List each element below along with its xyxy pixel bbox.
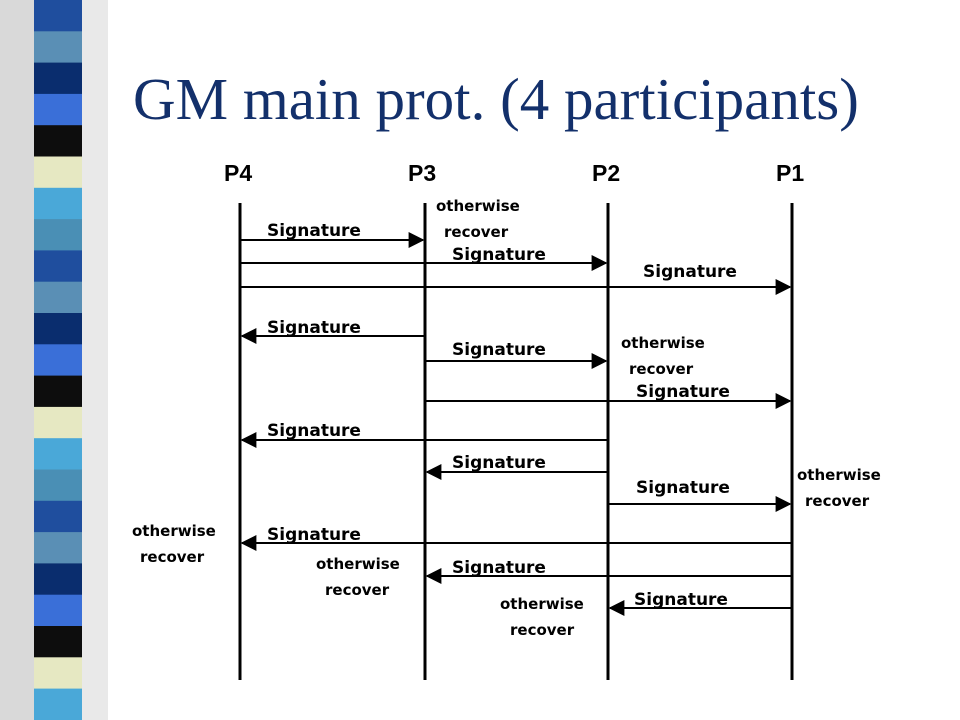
note-otherwise-text: otherwise	[132, 522, 216, 540]
note-recover-text: recover	[325, 581, 390, 599]
message-label: Signature	[267, 221, 361, 241]
message-label: Signature	[636, 478, 730, 498]
message-label: Signature	[636, 382, 730, 402]
participant-label-p2: P2	[592, 160, 620, 186]
stripe-band	[34, 532, 82, 564]
note-recover-text: recover	[510, 621, 575, 639]
stripe-band	[34, 281, 82, 314]
stripe-band	[34, 626, 82, 658]
message-label: Signature	[267, 421, 361, 441]
stripe-band	[34, 563, 82, 596]
message-label: Signature	[634, 590, 728, 610]
stripe-band	[34, 375, 82, 408]
stripe-band	[34, 313, 82, 345]
stripe-band	[34, 250, 82, 283]
stripe-band	[34, 187, 82, 220]
message-label: Signature	[452, 340, 546, 360]
note-otherwise-text: otherwise	[797, 466, 881, 484]
message-label: Signature	[267, 318, 361, 338]
stripe-band	[34, 688, 82, 720]
note-recover-text: recover	[629, 360, 694, 378]
stripe-band	[34, 594, 82, 627]
slide-title: GM main prot. (4 participants)	[133, 66, 859, 132]
stripe-band	[34, 31, 82, 64]
note-recover-text: recover	[805, 492, 870, 510]
message-label: Signature	[643, 262, 737, 282]
message-label: Signature	[267, 525, 361, 545]
note-otherwise-text: otherwise	[316, 555, 400, 573]
participant-label-p1: P1	[776, 160, 804, 186]
stripe-band	[34, 125, 82, 157]
note-recover-text: recover	[444, 223, 509, 241]
participant-label-p3: P3	[408, 160, 436, 186]
stripe-band	[34, 438, 82, 470]
note-recover-text: recover	[140, 548, 205, 566]
note-otherwise-text: otherwise	[436, 197, 520, 215]
stripe-band	[34, 62, 82, 95]
note-otherwise-text: otherwise	[621, 334, 705, 352]
stripe-band	[34, 93, 82, 126]
stripe-band	[34, 219, 82, 251]
stripe-band	[34, 469, 82, 502]
message-label: Signature	[452, 245, 546, 265]
stripe-band	[34, 657, 82, 690]
stripe-band	[34, 0, 82, 32]
stripe-band	[34, 500, 82, 533]
decorative-stripe-bar	[0, 0, 108, 720]
stripe-band	[34, 344, 82, 377]
participant-label-p4: P4	[224, 160, 252, 186]
stripe-band	[34, 406, 82, 439]
note-otherwise-text: otherwise	[500, 595, 584, 613]
message-label: Signature	[452, 453, 546, 473]
message-label: Signature	[452, 558, 546, 578]
stripe-band	[34, 156, 82, 189]
